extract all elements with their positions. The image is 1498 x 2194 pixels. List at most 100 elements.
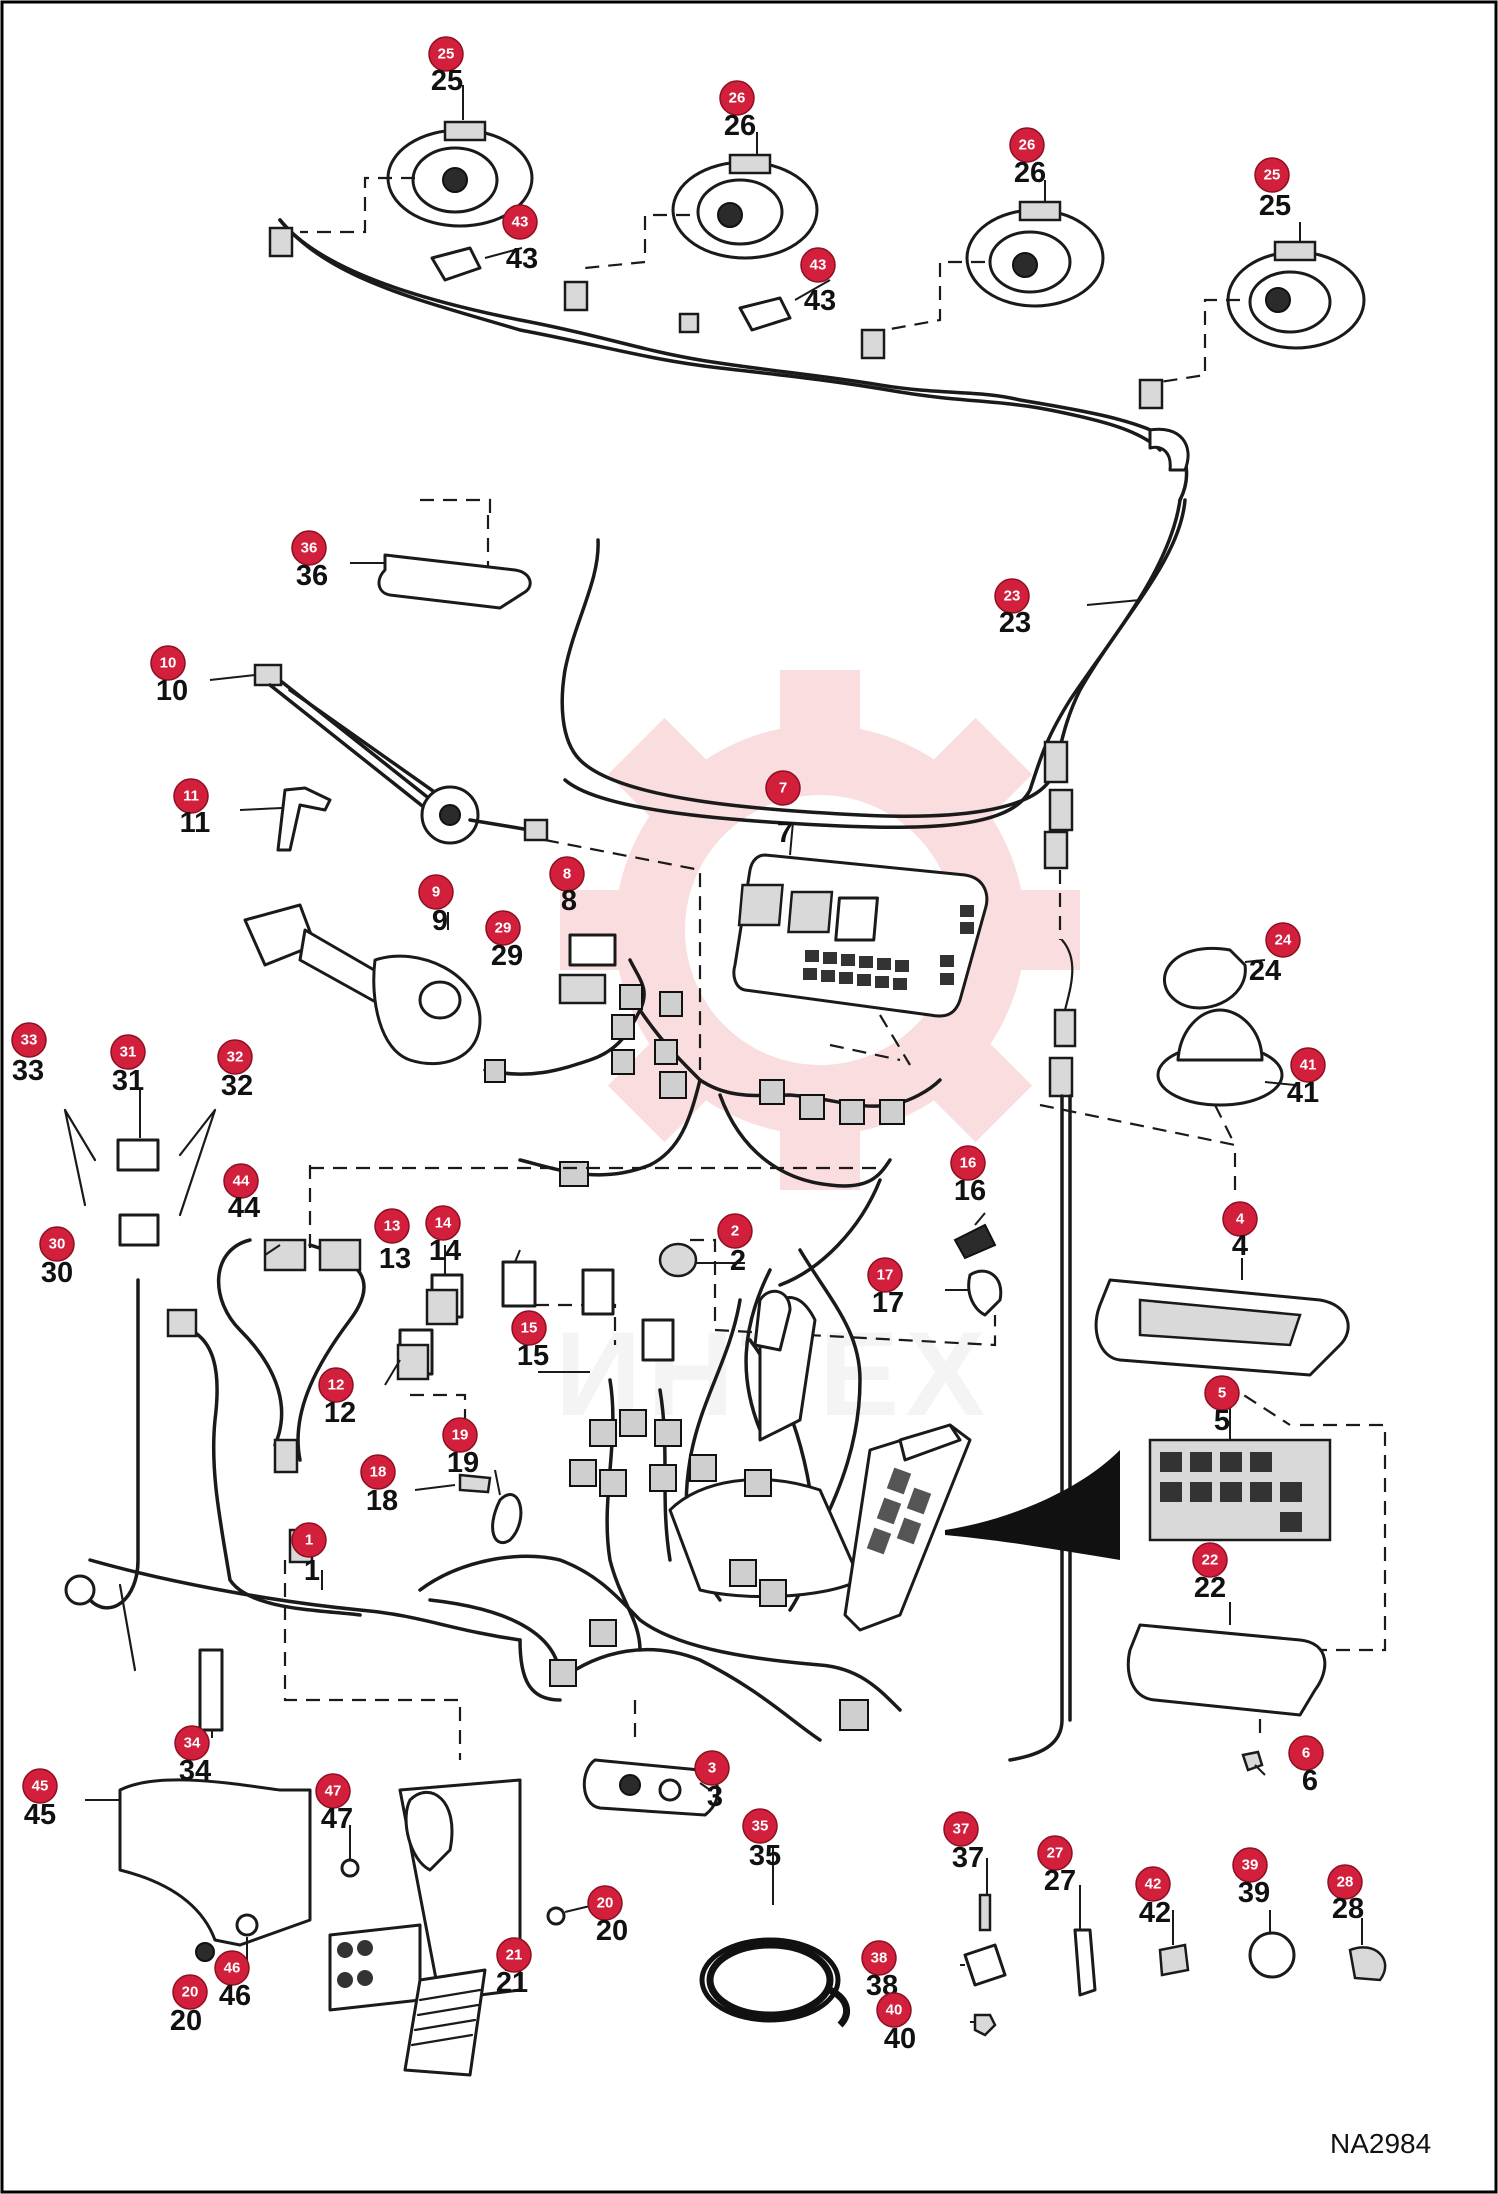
clamp-39: [1248, 1931, 1296, 1979]
tie-27: [1073, 1928, 1097, 1997]
callout-badge-text: 21: [506, 1947, 523, 1964]
callout-badge-text: 13: [384, 1218, 401, 1235]
part-number-label-c14: 14: [429, 1235, 461, 1267]
callout-badge-c25a: 25: [428, 36, 464, 72]
callout-badge-text: 18: [370, 1464, 387, 1481]
part-number-label-c24: 24: [1249, 955, 1281, 987]
part-number-label-c21: 21: [496, 1967, 528, 1999]
callout-badge-text: 9: [432, 884, 440, 901]
callout-badge-c42: 42: [1135, 1866, 1171, 1902]
callout-badge-c37: 37: [943, 1811, 979, 1847]
callout-badge-text: 1: [305, 1532, 313, 1549]
callout-badge-text: 20: [597, 1895, 614, 1912]
part-number-label-c39: 39: [1238, 1877, 1270, 1909]
callout-badge-text: 44: [233, 1173, 250, 1190]
callout-badge-c15: 15: [511, 1310, 547, 1346]
part-number-label-c26b: 26: [1014, 157, 1046, 189]
clamp-19: [491, 1493, 523, 1544]
callout-badge-c4: 4: [1222, 1201, 1258, 1237]
callout-badge-c36: 36: [291, 530, 327, 566]
callout-badge-text: 29: [495, 920, 512, 937]
accelerator-pedal-21: [328, 1778, 522, 2077]
callout-badge-text: 43: [810, 257, 827, 274]
grommet-3: [582, 1758, 720, 1817]
part-number-label-c26a: 26: [724, 110, 756, 142]
callout-badge-text: 24: [1275, 932, 1292, 949]
callout-badge-text: 27: [1047, 1845, 1064, 1862]
diagram-code: NA2984: [1330, 2128, 1431, 2159]
switch-15: [581, 1268, 615, 1316]
part-number-label-c47: 47: [321, 1803, 353, 1835]
switch-14: [501, 1260, 537, 1308]
work-light-left-inner: [671, 153, 819, 260]
part-number-label-c42: 42: [1139, 1897, 1171, 1929]
part-number-label-c29: 29: [491, 940, 523, 972]
bolt-18: [458, 1473, 492, 1494]
callout-badge-c35: 35: [742, 1808, 778, 1844]
control-lever-9: [243, 903, 482, 1066]
callout-badge-text: 35: [752, 1818, 769, 1835]
callout-badge-c2: 2: [717, 1213, 753, 1249]
key-11: [276, 786, 332, 852]
callout-badge-c26a: 26: [719, 80, 755, 116]
grommet-41: [1156, 1008, 1284, 1107]
callout-badge-c43a: 43: [502, 204, 538, 240]
light-bracket-right: [738, 296, 792, 332]
callout-badge-text: 22: [1202, 1552, 1219, 1569]
callout-badge-c13: 13: [374, 1208, 410, 1244]
part-number-label-c19: 19: [447, 1447, 479, 1479]
switch-31: [116, 1138, 160, 1172]
callout-badge-text: 47: [325, 1783, 342, 1800]
part-number-label-c20a: 20: [596, 1915, 628, 1947]
callout-badge-text: 40: [886, 2002, 903, 2019]
callout-badge-text: 5: [1218, 1385, 1226, 1402]
part-number-label-c44: 44: [228, 1192, 260, 1224]
cover-22: [1126, 1623, 1327, 1717]
callout-badge-text: 16: [960, 1155, 977, 1172]
callout-badge-text: 10: [160, 655, 177, 672]
part-number-label-c2: 2: [730, 1245, 746, 1277]
callout-badge-c32: 32: [217, 1039, 253, 1075]
callout-badge-text: 19: [452, 1427, 469, 1444]
callout-badge-c10: 10: [150, 645, 186, 681]
part-number-label-c45: 45: [24, 1799, 56, 1831]
part-number-label-c15: 15: [517, 1340, 549, 1372]
part-number-label-c36: 36: [296, 560, 328, 592]
part-number-label-c37: 37: [952, 1842, 984, 1874]
part-number-label-c28: 28: [1332, 1893, 1364, 1925]
part-number-label-c8: 8: [561, 885, 577, 917]
callout-badge-text: 34: [184, 1735, 201, 1752]
callout-badge-text: 8: [563, 866, 571, 883]
part-number-label-c17: 17: [872, 1287, 904, 1319]
callout-badge-c16: 16: [950, 1145, 986, 1181]
clamp-28: [1348, 1946, 1387, 1982]
callout-badge-c20a: 20: [587, 1885, 623, 1921]
callout-badge-c5: 5: [1204, 1375, 1240, 1411]
callout-badge-text: 15: [521, 1320, 538, 1337]
callout-badge-c7: 7: [765, 770, 801, 806]
callout-badge-c23: 23: [994, 578, 1030, 614]
callout-badge-text: 38: [871, 1950, 888, 1967]
callout-badge-c21: 21: [496, 1937, 532, 1973]
callout-badge-c39: 39: [1232, 1847, 1268, 1883]
switch-29: [558, 973, 607, 1005]
work-light-right-outer: [1226, 240, 1366, 350]
part-number-label-c32: 32: [221, 1070, 253, 1102]
callout-badge-c40: 40: [876, 1992, 912, 2028]
callout-badge-text: 26: [729, 90, 746, 107]
part-number-label-c25b: 25: [1259, 190, 1291, 222]
callout-badge-text: 23: [1004, 588, 1021, 605]
callout-badge-c29: 29: [485, 910, 521, 946]
callout-badge-c31: 31: [110, 1034, 146, 1070]
socket-17: [967, 1269, 1003, 1317]
callout-badge-text: 39: [1242, 1857, 1259, 1874]
switch-30: [118, 1213, 160, 1247]
part-number-label-c6: 6: [1302, 1765, 1318, 1797]
screw-37: [978, 1893, 992, 1932]
part-number-label-c27: 27: [1044, 1865, 1076, 1897]
key-switch-harness-10: [253, 663, 549, 845]
callout-badge-text: 46: [224, 1960, 241, 1977]
